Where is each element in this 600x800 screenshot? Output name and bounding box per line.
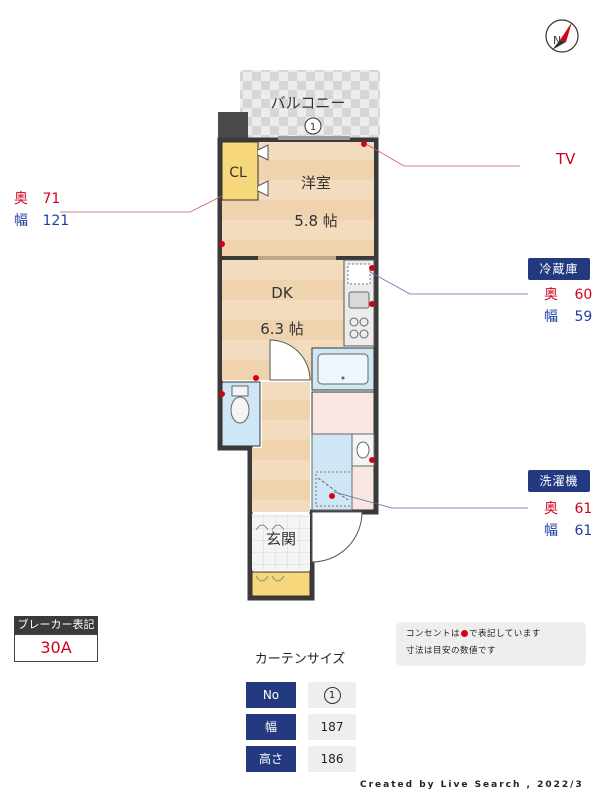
fridge-depth: 奥 60 [544,287,593,303]
tv-label: TV [556,150,576,168]
curtain-no-value: 1 [323,687,341,704]
closet-floor [221,141,259,201]
balcony-window-number: 1 [310,122,316,133]
outlet-markers [219,141,375,499]
closet-depth: 奥 71 [14,191,61,207]
fridge-leader [369,271,528,295]
balcony-label: バルコニー [271,94,346,112]
curtain-cell-no: 1 [308,682,356,708]
fridge-label: 冷蔵庫 [528,258,590,280]
washer-space [315,471,353,507]
curtain-header-height: 高さ [246,746,296,772]
closet-width: 幅 121 [14,213,70,229]
entrance-label: 玄関 [266,530,296,548]
balcony-window-marker [304,117,322,135]
note-outlet: コンセントはで表記しています [406,629,541,639]
curtain-cell-width: 187 [308,714,356,740]
walls [217,137,379,601]
svg-text:N: N [553,34,561,47]
curtain-title: カーテンサイズ [254,652,346,667]
western-room-size: 5.8 帖 [294,212,338,230]
shoe-box [251,571,311,597]
fridge-width: 幅 59 [544,309,593,325]
curtain-header-width: 幅 [246,714,296,740]
curtain-header-no: No [246,682,296,708]
washer-depth: 奥 61 [544,501,593,517]
credit-text: Created by Live Search , 2022/3 [360,780,584,790]
dk-size: 6.3 帖 [260,320,304,338]
entrance-floor [252,514,310,570]
curtain-cell-height: 186 [308,746,356,772]
closet-label: CL [229,165,247,181]
breaker-value: 30A [14,634,98,662]
washer-label: 洗濯機 [528,470,590,492]
dk-label: DK [271,284,294,302]
washer-leader [333,491,528,509]
outlet-dot-icon [461,630,469,637]
breaker-title: ブレーカー表記 [14,616,98,634]
tv-leader [365,143,520,167]
note-dimensions: 寸法は目安の数値です [406,646,497,656]
compass-icon: N [545,19,579,53]
closet-leader [60,195,223,213]
western-room-label: 洋室 [301,174,331,192]
notes-box: コンセントはで表記しています 寸法は目安の数値です [396,622,586,666]
washer-width: 幅 61 [544,523,593,539]
